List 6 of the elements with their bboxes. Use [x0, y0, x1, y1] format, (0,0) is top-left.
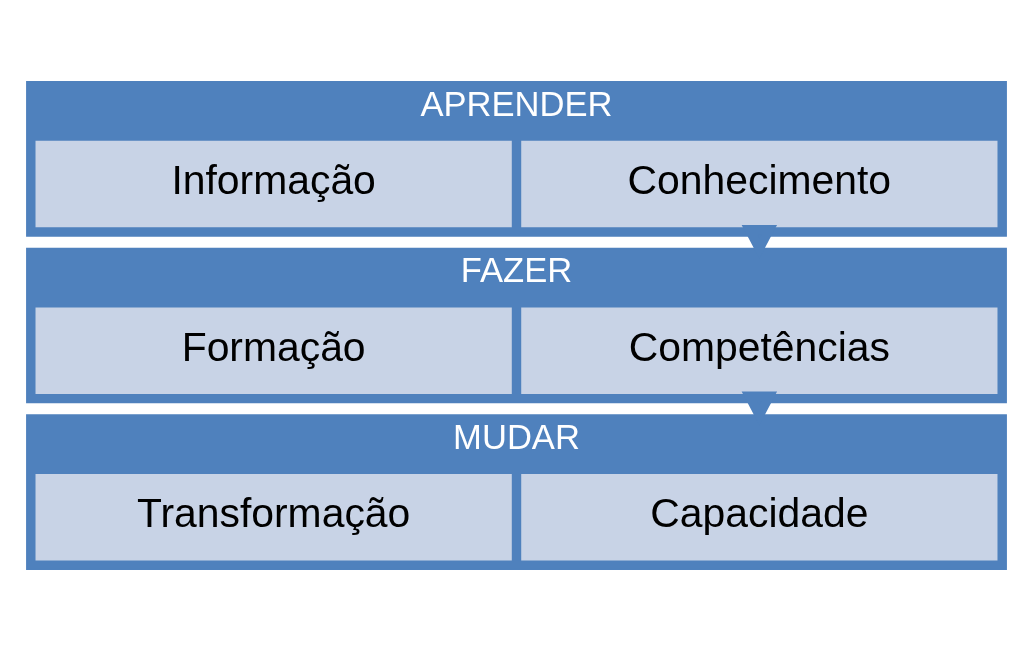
- node-box: Transformação: [35, 473, 512, 560]
- node-box: Competências: [521, 306, 998, 394]
- node-box: Informação: [35, 140, 512, 227]
- node-box: Formação: [35, 306, 512, 394]
- node-box: Conhecimento: [521, 140, 998, 227]
- node-box: Capacidade: [521, 473, 998, 560]
